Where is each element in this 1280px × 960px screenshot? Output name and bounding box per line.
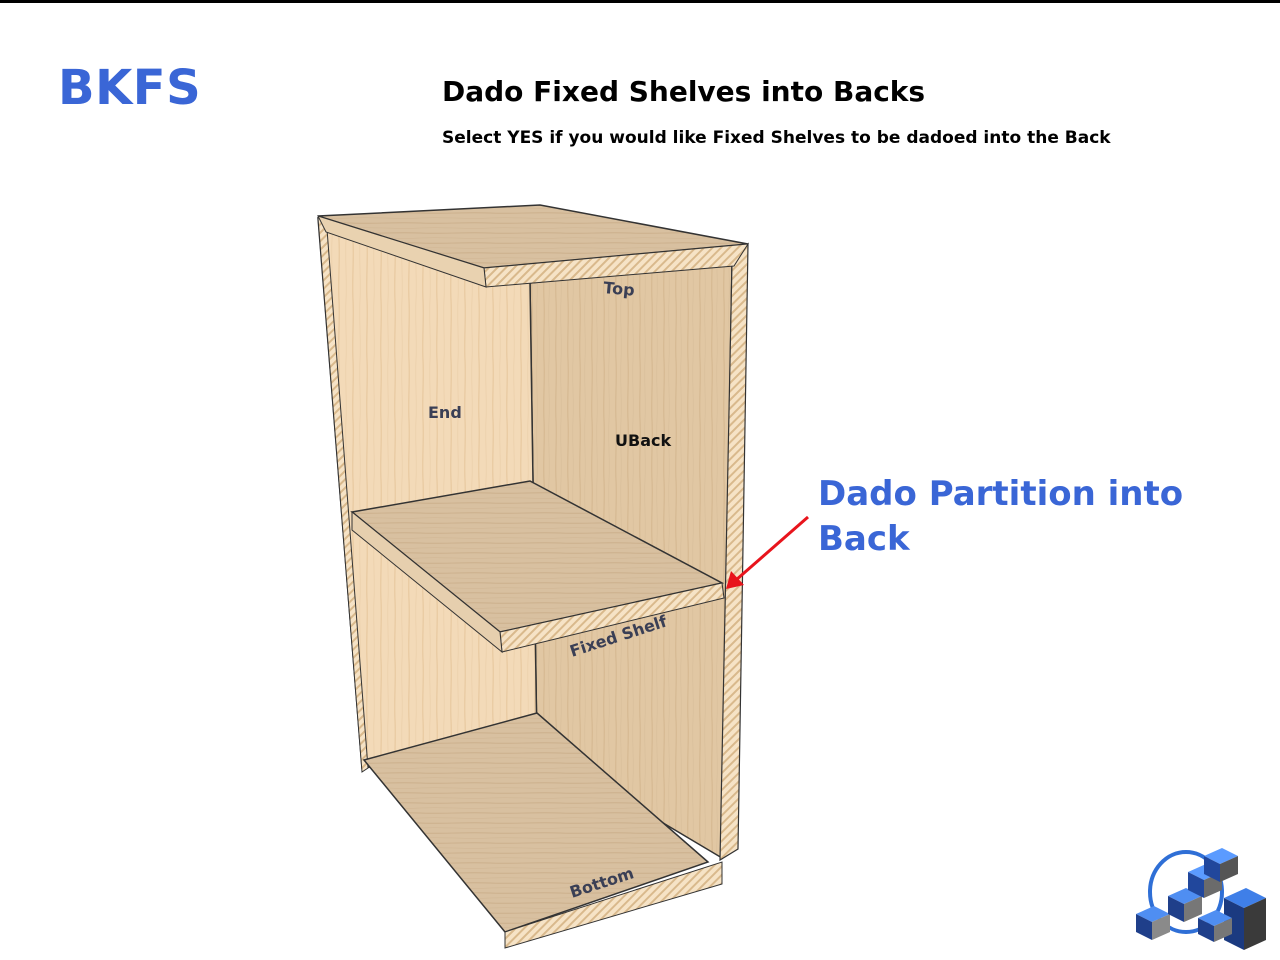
dado-callout: Dado Partition into Back	[818, 474, 1184, 559]
label-uback: UBack	[615, 431, 671, 450]
bottom-panel	[362, 712, 710, 933]
callout-arrowhead	[726, 571, 744, 589]
top-divider	[0, 0, 1280, 3]
blue-cubes-logo-icon	[1136, 848, 1266, 950]
top-panel-side	[317, 215, 487, 288]
bottom-panel-edge	[504, 861, 723, 949]
callout-arrow	[735, 515, 809, 582]
fixed-shelf-side	[351, 510, 503, 654]
label-top: Top	[603, 278, 636, 300]
section-code: BKFS	[58, 60, 202, 116]
page-subtitle: Select YES if you would like Fixed Shelv…	[442, 128, 1111, 148]
page-title: Dado Fixed Shelves into Backs	[442, 75, 926, 108]
label-end: End	[428, 403, 462, 422]
